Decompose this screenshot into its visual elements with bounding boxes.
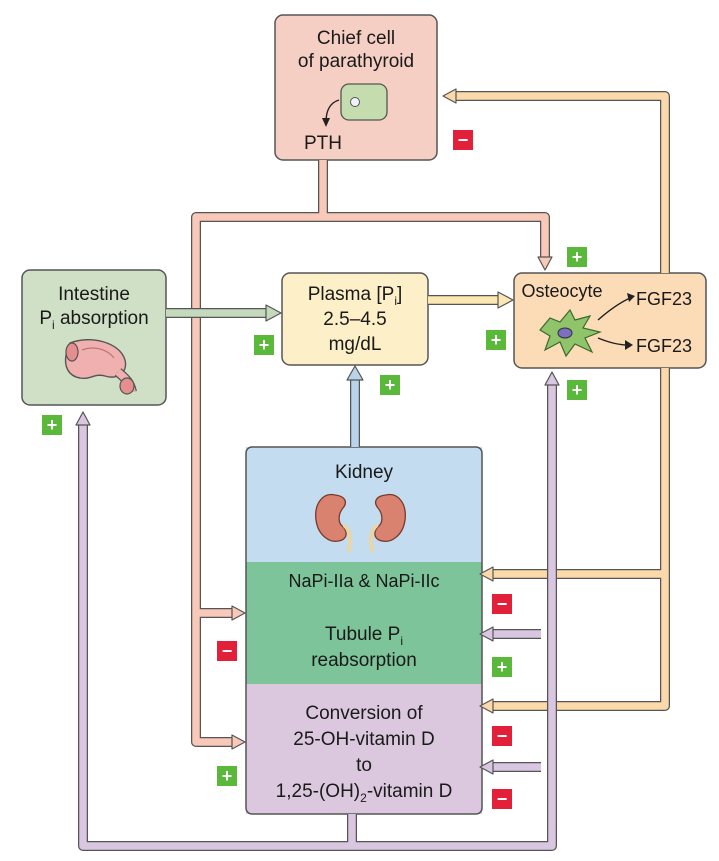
vitamin-d-arrow [75,371,560,851]
plasma-range: 2.5–4.5 [323,309,386,330]
plus-badge-intestine: + [42,415,62,435]
plasma-title: Plasma [Pi] [308,284,403,308]
svg-text:+: + [259,335,270,355]
conversion-line-3: to [356,755,372,776]
minus-badge-fgf23-napi: − [492,594,512,614]
plasma-to-osteocyte-arrow [428,291,514,309]
intestine-icon [64,339,137,395]
conversion-line-4: 1,25-(OH)2-vitamin D [276,781,453,805]
svg-text:−: − [497,594,508,614]
svg-text:+: + [491,330,502,350]
fgf23-label-2: FGF23 [636,336,692,356]
fgf23-label-1: FGF23 [636,289,692,309]
osteocyte-box: Osteocyte FGF23 FGF23 [513,272,707,369]
conversion-line-1: Conversion of [305,703,423,724]
plus-badge-intestine-plasma: + [254,335,274,355]
kidney-to-plasma-arrow [346,365,364,447]
tubule-title: Tubule Pi [325,624,403,648]
intestine-title: Intestine [58,284,130,305]
plasma-box: Plasma [Pi] 2.5–4.5 mg/dL [281,272,429,366]
parathyroid-box: Chief cell of parathyroid PTH [274,14,438,161]
conversion-line-2: 25-OH-vitamin D [293,729,434,750]
plus-badge-plasma-osteocyte: + [486,330,506,350]
minus-badge-pth-tubule: − [217,641,237,661]
osteocyte-cell-icon [539,293,635,358]
svg-text:−: − [497,789,508,809]
plus-badge-pth-conversion: + [217,766,237,786]
parathyroid-title-2: of parathyroid [298,51,414,72]
svg-text:+: + [222,766,233,786]
pth-label: PTH [304,133,342,154]
intestine-box: Intestine Pi absorption [21,269,167,406]
svg-text:−: − [458,130,469,150]
intestine-subtitle: Pi absorption [39,308,148,332]
kidney-title: Kidney [335,462,394,483]
plus-badge-osteocyte-top: + [567,247,587,267]
svg-text:+: + [572,247,583,267]
parathyroid-cell-icon [322,83,388,127]
tubule-subtitle: reabsorption [311,650,417,671]
badges: − + + + + + + − − + − + − [42,130,587,809]
pth-arrow [191,160,553,750]
minus-badge-parathyroid: − [453,130,473,150]
kidney-pair-icon [315,493,406,553]
svg-text:+: + [47,415,58,435]
plasma-unit: mg/dL [329,334,382,355]
svg-text:+: + [497,657,508,677]
plus-badge-kidney-plasma: + [380,375,400,395]
osteocyte-title: Osteocyte [521,281,602,301]
svg-text:−: − [222,641,233,661]
napi-transporters: NaPi-IIa & NaPi-IIc [288,571,439,591]
svg-text:+: + [572,380,583,400]
svg-text:−: − [497,726,508,746]
parathyroid-title-1: Chief cell [317,28,395,49]
plus-badge-osteocyte-bottom: + [567,380,587,400]
arrow-group [75,88,670,851]
minus-badge-fgf23-conversion: − [492,726,512,746]
intestine-to-plasma-arrow [166,304,282,322]
kidney-box: Kidney NaPi-IIa & NaPi-IIc Tubule Pi rea… [245,446,483,815]
plus-badge-vitd-tubule: + [492,657,512,677]
minus-badge-vitd-conversion: − [492,789,512,809]
svg-text:+: + [385,375,396,395]
